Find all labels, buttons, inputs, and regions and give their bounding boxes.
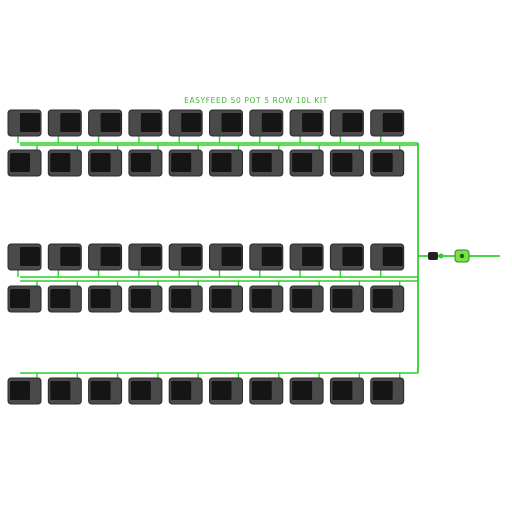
pot — [7, 109, 42, 137]
pot — [249, 285, 284, 313]
pot — [329, 149, 364, 177]
pot — [209, 149, 243, 177]
pot — [168, 377, 203, 405]
pot — [88, 243, 123, 271]
pot — [88, 285, 123, 313]
tap-connector-icon — [454, 249, 470, 263]
pot — [289, 243, 324, 271]
pot — [209, 243, 243, 271]
pot — [168, 109, 203, 137]
pot — [370, 377, 405, 405]
pot — [370, 149, 405, 177]
pot — [329, 285, 364, 313]
pot — [128, 285, 163, 313]
pot — [249, 377, 284, 405]
pot — [88, 109, 123, 137]
pot — [47, 109, 82, 137]
pot — [249, 149, 284, 177]
pot — [209, 109, 243, 137]
pot — [128, 149, 163, 177]
pot — [168, 149, 203, 177]
pot — [47, 243, 82, 271]
pot — [47, 149, 82, 177]
pot — [128, 377, 163, 405]
pot — [7, 149, 42, 177]
pot — [289, 377, 324, 405]
pot — [370, 285, 405, 313]
pot — [249, 243, 284, 271]
pot — [7, 243, 42, 271]
pot — [249, 109, 284, 137]
pot — [88, 377, 123, 405]
kit-title: EASYFEED 50 POT 5 ROW 10L KIT — [184, 96, 328, 105]
feed-tubing — [17, 132, 500, 384]
pot — [47, 285, 82, 313]
pot — [88, 149, 123, 177]
pot — [289, 285, 324, 313]
pot — [168, 285, 203, 313]
pot — [7, 377, 42, 405]
valve-icon — [428, 252, 444, 260]
pot-grid — [7, 109, 405, 405]
pot — [289, 109, 324, 137]
pot — [370, 109, 405, 137]
pot — [168, 243, 203, 271]
pot — [289, 149, 324, 177]
pot — [128, 243, 163, 271]
pot — [47, 377, 82, 405]
pot — [329, 243, 364, 271]
pot — [370, 243, 405, 271]
pot — [329, 109, 364, 137]
pot — [329, 377, 364, 405]
pot — [128, 109, 163, 137]
pot — [7, 285, 42, 313]
inlet-fittings — [428, 249, 470, 263]
pot — [209, 377, 243, 405]
pot — [209, 285, 243, 313]
